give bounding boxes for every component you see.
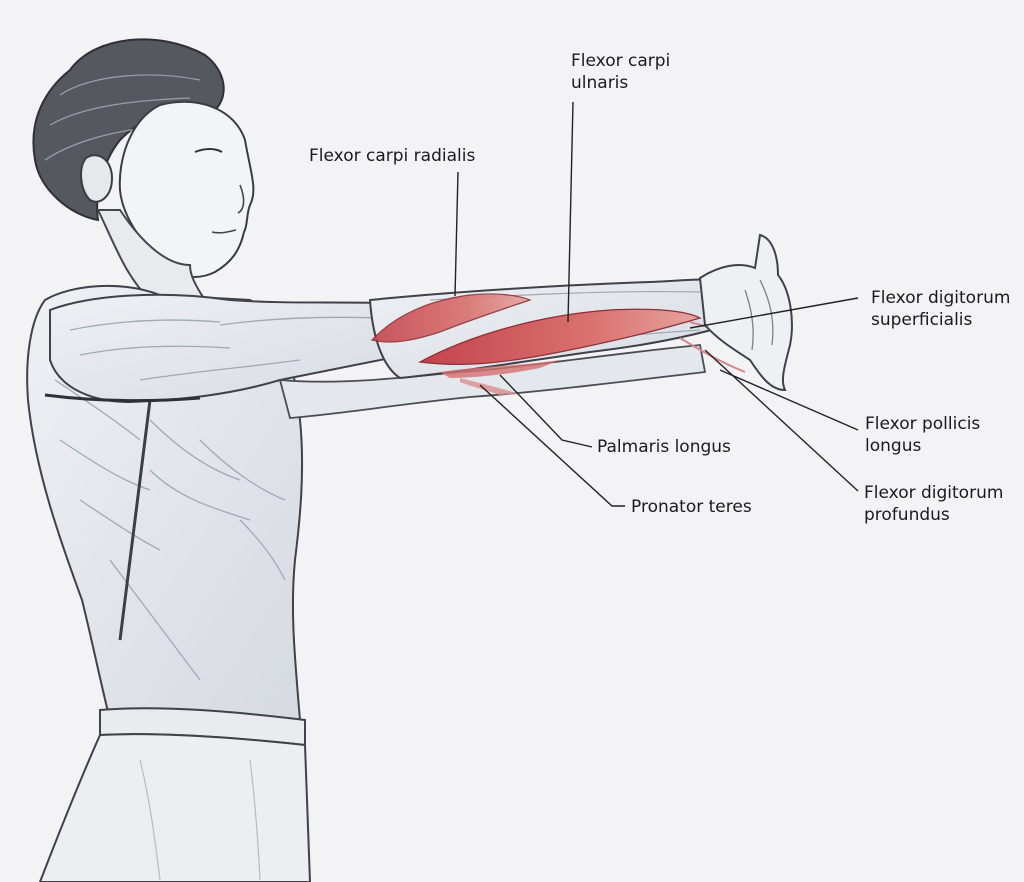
leader-flexor-digitorum-superficialis xyxy=(689,297,859,329)
label-pronator-teres: Pronator teres xyxy=(631,497,752,517)
flexor-carpi-radialis-muscle xyxy=(370,293,532,343)
leader-flexor-digitorum-profundus xyxy=(704,349,859,492)
neck xyxy=(96,209,207,301)
leader-flexor-pollicis-longus xyxy=(719,369,859,431)
leader-flexor-carpi-radialis xyxy=(454,171,459,297)
hand xyxy=(698,233,793,392)
leader-flexor-carpi-ulnaris xyxy=(567,101,574,323)
label-flexor-carpi-ulnaris: Flexor carpi ulnaris xyxy=(571,51,671,93)
leader-palmaris-longus xyxy=(499,374,593,448)
pants xyxy=(38,733,312,882)
palmaris-longus-muscle xyxy=(440,360,560,378)
pronator-teres-muscle xyxy=(460,378,520,395)
label-flexor-digitorum-superficialis: Flexor digitorum superficialis xyxy=(871,288,1011,330)
label-flexor-carpi-radialis: Flexor carpi radialis xyxy=(309,146,476,166)
label-flexor-digitorum-profundus: Flexor digitorum profundus xyxy=(864,483,1004,525)
leader-lines xyxy=(454,101,859,507)
label-palmaris-longus: Palmaris longus xyxy=(597,437,731,457)
leader-pronator-teres xyxy=(479,384,625,507)
label-flexor-pollicis-longus: Flexor pollicis longus xyxy=(865,414,981,456)
flexor-digitorum-superficialis-muscle xyxy=(418,308,702,365)
